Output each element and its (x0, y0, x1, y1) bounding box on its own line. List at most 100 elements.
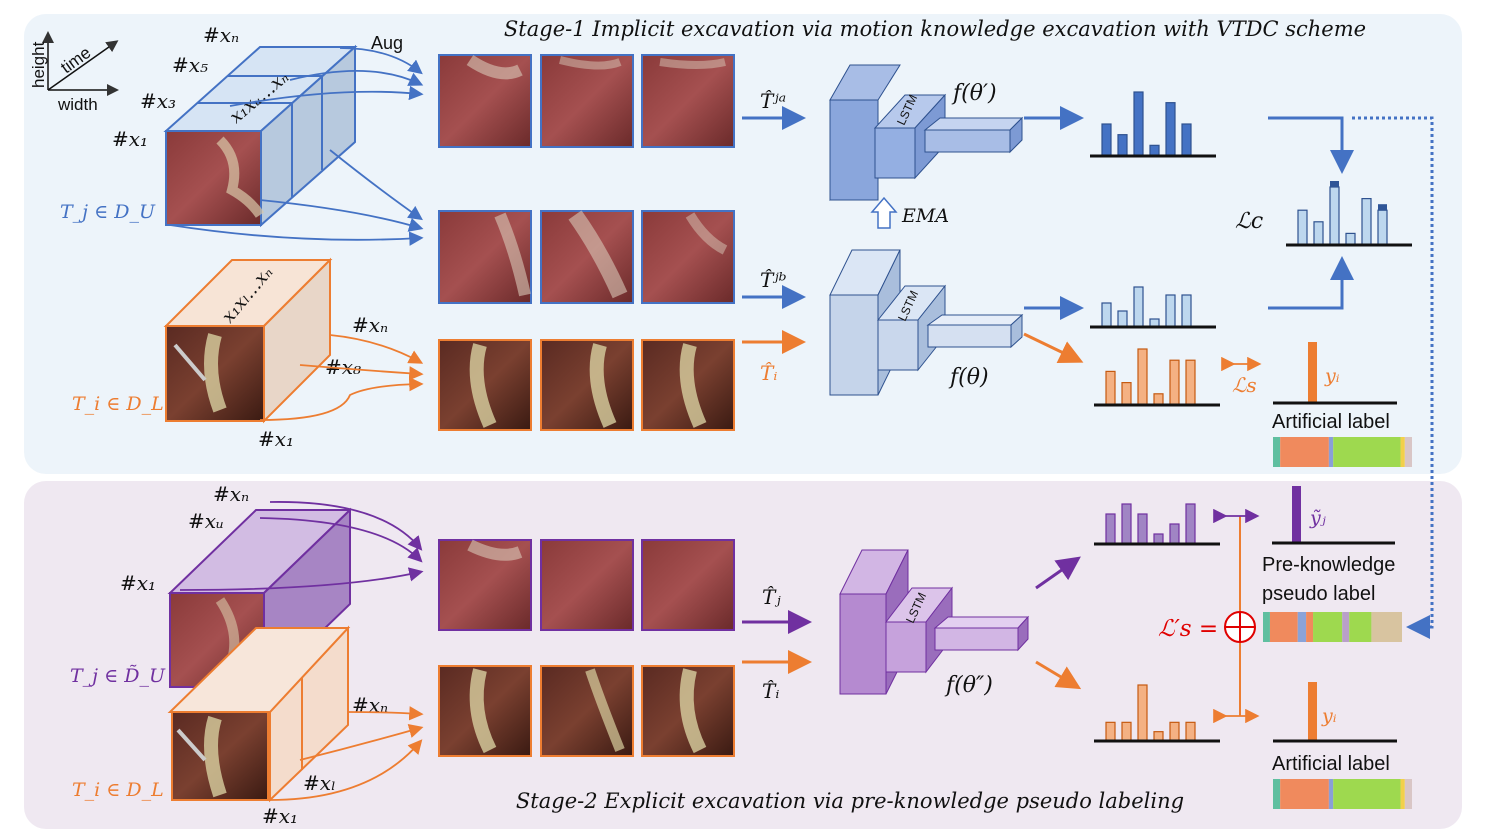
stage2-pseudo-bar (1272, 486, 1395, 545)
strip-segment (1280, 779, 1329, 809)
hist-consistency (1286, 181, 1412, 247)
stage2-labeled-set: T_i ∈ D_L (72, 779, 164, 801)
stage2-l-xl: #xₗ (303, 771, 336, 795)
strip-segment (1263, 612, 1270, 642)
hist-bar (1101, 302, 1112, 328)
stage2-u-xn: #xₙ (213, 482, 249, 506)
stage1-labeled-set: T_i ∈ D_L (72, 393, 164, 415)
stage2-frames-labeled (438, 665, 735, 757)
stage2-model-label: f(θ″) (944, 673, 993, 698)
strip-segment (1273, 437, 1281, 467)
stage1-l-x1: #x₁ (258, 427, 294, 451)
stage1-frames-a (438, 54, 735, 148)
stage1-l-xn: #xₙ (352, 313, 388, 337)
strip-segment (1349, 612, 1372, 642)
stage2-loss-connector (1213, 508, 1260, 724)
stage2-gt-bar (1273, 682, 1397, 743)
stage2-l-x1: #x₁ (262, 804, 298, 828)
pseudo-label-strip (1263, 612, 1402, 642)
strip-segment (1306, 612, 1314, 642)
loss-s-prime-label: ℒ′s = (1158, 616, 1218, 642)
hist-bar (1181, 294, 1192, 328)
stage1-title: Stage-1 Implicit excavation via motion k… (504, 17, 1366, 41)
stage1-input-i: T̂ᵢ (760, 361, 777, 385)
strip-segment (1333, 437, 1401, 467)
hist-bar (1121, 721, 1132, 742)
strip-segment (1371, 612, 1402, 642)
hist-bar (1105, 370, 1116, 406)
pseudo-label-line2: pseudo label (1262, 583, 1375, 605)
strip-segment (1342, 612, 1350, 642)
stage1-frames-labeled (438, 339, 735, 431)
stage2-input-i: T̂ᵢ (762, 679, 779, 703)
stage2-title: Stage-2 Explicit excavation via pre-know… (516, 789, 1184, 813)
stage1-gt-bar (1273, 342, 1397, 405)
hist-bar (1185, 721, 1196, 742)
hist-bar (1133, 91, 1144, 157)
axis-width-label: width (57, 95, 98, 114)
hist-bar (1361, 198, 1372, 246)
stage1-label-y: yᵢ (1324, 365, 1340, 387)
stage1-u-x5: #x₅ (172, 53, 208, 77)
stage2-label-y: yᵢ (1321, 705, 1337, 727)
hist-bar-cap (1378, 204, 1387, 211)
hist-bar (1169, 721, 1180, 742)
student-lab-arrow (1023, 332, 1084, 364)
stage2-model-block: LSTM (839, 549, 1030, 695)
strip-segment (1297, 612, 1307, 642)
hist-bar (1117, 310, 1128, 328)
consistency-bottom-arrow (1268, 256, 1354, 310)
strip-segment (1269, 612, 1298, 642)
hist-bar (1121, 503, 1132, 545)
strip-segment (1400, 779, 1405, 809)
hist-bar (1165, 294, 1176, 328)
stage1-labeled-cube: x₁xₗ…xₙ (163, 257, 333, 424)
hist-labeled-pred (1094, 348, 1220, 407)
strip-segment (1313, 612, 1343, 642)
hist-bar (1133, 286, 1144, 328)
hist-bar (1153, 393, 1164, 406)
hist-student (1090, 286, 1216, 329)
stage2-labeled-cube (167, 625, 351, 803)
hist-stage2-unlabeled (1094, 503, 1220, 546)
stage1-label-strip (1273, 437, 1412, 467)
hist-bar-cap (1330, 181, 1339, 187)
stage2-out-down-arrow (1035, 660, 1082, 690)
hist-bar (1105, 721, 1116, 742)
hist-teacher (1090, 91, 1216, 158)
hist-bar (1165, 102, 1176, 157)
hist-bar (1101, 123, 1112, 157)
strip-segment (1328, 779, 1334, 809)
stage2-out-up-arrow (1035, 556, 1081, 590)
teacher-model-label: f(θ′) (951, 81, 997, 106)
hist-bar (1185, 503, 1196, 545)
strip-segment (1280, 437, 1329, 467)
stage2-u-x1: #x₁ (120, 571, 156, 595)
strip-segment (1273, 779, 1281, 809)
ema-label: EMA (901, 205, 949, 227)
stage2-label-strip (1273, 779, 1412, 809)
hist-bar (1169, 359, 1180, 406)
hist-bar (1313, 221, 1324, 246)
stage2-artificial-label: Artificial label (1272, 753, 1390, 775)
strip-segment (1333, 779, 1401, 809)
stage1-unlabeled-cube: x₁xᵤ…xₙ (163, 44, 358, 228)
consistency-top-arrow (1268, 116, 1354, 174)
hist-bar (1377, 209, 1388, 246)
hist-bar (1297, 209, 1308, 246)
strip-segment (1400, 437, 1405, 467)
hist-bar (1181, 123, 1192, 157)
ema-arrow (870, 196, 898, 229)
hist-bar (1105, 513, 1116, 545)
stage1-u-xn: #xₙ (203, 23, 239, 47)
stage2-unlabeled-cube (167, 507, 353, 690)
loss-s-label: ℒs (1232, 373, 1257, 397)
stage1-aug-label: Aug (371, 33, 403, 53)
hist-bar (1149, 144, 1160, 157)
hist-bar (1137, 684, 1148, 742)
hist-bar (1137, 348, 1148, 406)
hist-bar (1117, 134, 1128, 157)
axis-height-label: height (29, 41, 48, 88)
stage1-u-x3: #x₃ (140, 89, 176, 113)
